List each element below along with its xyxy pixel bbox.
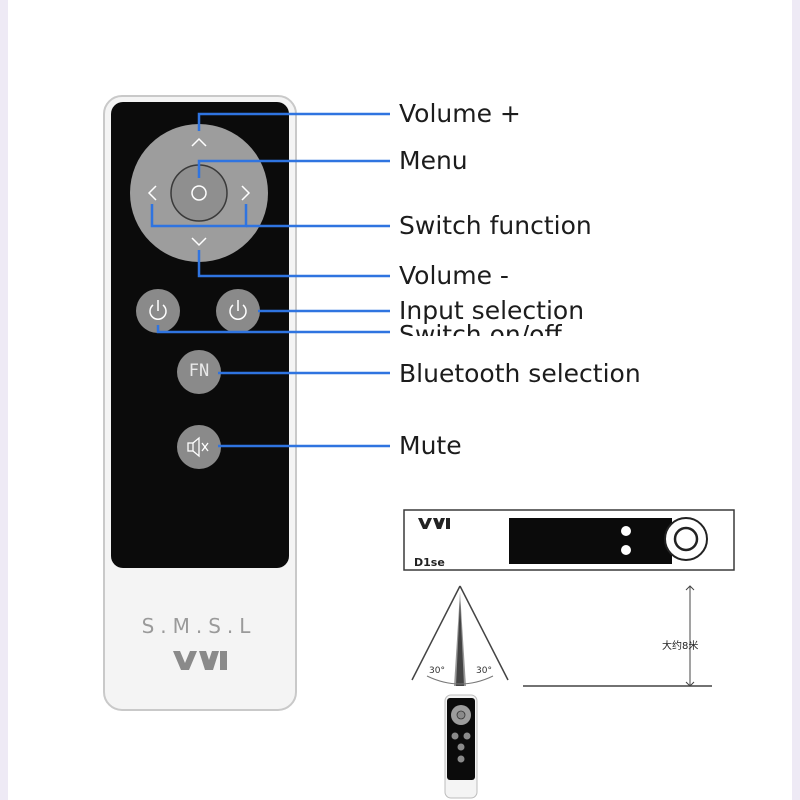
device-display xyxy=(509,518,672,564)
label-mute: Mute xyxy=(399,431,462,460)
device-indicator xyxy=(621,545,631,555)
label-bluetooth-selection: Bluetooth selection xyxy=(399,359,641,388)
callout-lines xyxy=(150,112,390,448)
device-indicator xyxy=(621,526,631,536)
callout-line-switch-on-off xyxy=(156,325,390,334)
distance-label: 大约8米 xyxy=(662,641,699,652)
label-menu: Menu xyxy=(399,146,468,175)
remote-brand-text: S.M.S.L xyxy=(141,614,257,638)
distance-indicator xyxy=(523,585,712,687)
label-volume-down: Volume - xyxy=(399,261,509,290)
angle-left-label: 30° xyxy=(429,666,445,676)
fn-button[interactable] xyxy=(177,350,221,394)
chevron-up-icon[interactable] xyxy=(191,137,207,147)
fn-button-label: FN xyxy=(188,361,210,381)
callout-line-menu xyxy=(197,159,390,178)
signal-cone xyxy=(411,585,509,686)
device-model-label: D1se xyxy=(414,556,445,569)
brand-logo xyxy=(418,518,450,529)
label-input-selection: Input selection xyxy=(399,296,585,325)
label-volume-up: Volume + xyxy=(399,99,521,128)
callout-line-volume-up xyxy=(197,112,390,131)
menu-circle-icon xyxy=(191,185,207,201)
chevron-left-icon[interactable] xyxy=(147,185,157,201)
label-switch-function: Switch function xyxy=(399,211,592,240)
device-knob-inner xyxy=(673,526,699,552)
power-icon xyxy=(229,300,247,320)
mute-icon xyxy=(187,436,209,458)
chevron-right-icon[interactable] xyxy=(241,185,251,201)
callout-line-switch-function xyxy=(150,204,248,228)
callout-line-volume-down xyxy=(197,250,390,278)
power-icon xyxy=(149,300,167,320)
label-switch-on-off: Switch on/off xyxy=(399,322,562,336)
angle-right-label: 30° xyxy=(476,666,492,676)
chevron-down-icon[interactable] xyxy=(191,237,207,247)
brand-logo xyxy=(173,651,227,670)
small-remote xyxy=(444,694,478,799)
